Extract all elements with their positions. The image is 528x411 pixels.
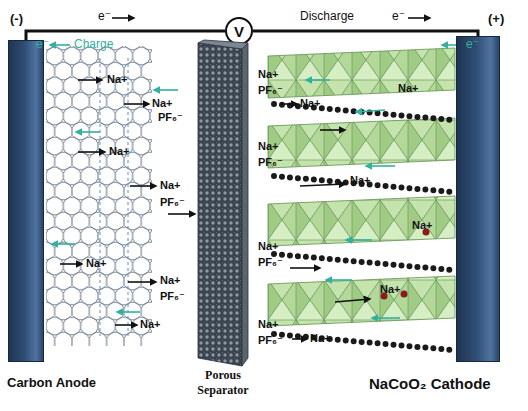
electrode-label: Carbon Anode — [7, 375, 96, 390]
electrode-label: NaCoO₂ Cathode — [369, 375, 491, 392]
circuit-wire — [253, 31, 478, 36]
anode-plate: Carbon Anode — [8, 40, 44, 362]
electron-label: e⁻ — [392, 10, 405, 23]
charge-arrow — [117, 311, 140, 313]
ion-label: Na+ — [258, 68, 279, 81]
flow-label: Discharge — [300, 10, 354, 23]
charge-arrow — [76, 131, 100, 133]
electron-label: e⁻ — [98, 10, 111, 23]
flow-label: Charge — [74, 38, 113, 51]
discharge-arrow — [335, 299, 370, 302]
ion-label: Na+ — [258, 240, 279, 253]
ion-label: PF₆⁻ — [258, 156, 283, 169]
separator-art — [198, 40, 248, 366]
charge-arrow — [366, 165, 395, 167]
charge-arrows — [50, 45, 462, 318]
discharge-arrow — [280, 103, 297, 105]
octahedra-layer — [268, 118, 455, 168]
discharge-arrow — [112, 17, 134, 19]
separator-top — [198, 40, 248, 49]
polarity-sign: (-) — [10, 12, 23, 25]
sodium-chain — [274, 254, 452, 270]
charge-arrow — [326, 279, 352, 281]
ion-label: Na+ — [258, 318, 279, 331]
charge-arrow — [372, 317, 400, 319]
graphene-sheet — [46, 46, 152, 346]
ion-label: Na+ — [140, 318, 161, 331]
ion-label: PF₆⁻ — [158, 111, 183, 124]
ion-label: Na+ — [152, 97, 173, 110]
octahedra-layer — [268, 196, 455, 246]
charge-arrow — [346, 239, 372, 241]
discharge-arrow — [320, 129, 345, 131]
charge-arrow — [154, 89, 178, 91]
discharge-arrow — [128, 281, 156, 283]
ion-label: Na+ — [310, 332, 331, 345]
discharge-arrow — [130, 185, 156, 187]
polarity-sign: (+) — [488, 12, 504, 25]
electron-label: e⁻ — [466, 38, 479, 51]
charge-arrow — [52, 243, 75, 245]
electron-label: e⁻ — [36, 38, 49, 51]
circuit-wire — [26, 31, 225, 40]
separator-side — [242, 43, 248, 366]
ion-label: Na+ — [412, 219, 433, 232]
cathode-plate: NaCoO₂ Cathode — [456, 36, 500, 362]
ion-label: Na+ — [380, 283, 401, 296]
ion-label: PF₆⁻ — [160, 290, 185, 303]
cathode-layers — [268, 48, 455, 350]
ion-label: Na+ — [300, 97, 321, 110]
discharge-arrow — [60, 263, 82, 265]
layer-guide — [128, 58, 129, 336]
discharge-arrow — [300, 184, 345, 186]
charge-arrow — [306, 79, 330, 81]
ion-label: PF₆⁻ — [258, 84, 283, 97]
ion-label: PF₆⁻ — [258, 334, 283, 347]
discharge-arrow — [408, 17, 430, 19]
ion-dot — [401, 291, 408, 298]
porous-separator: Porous Separator — [198, 40, 248, 366]
separator-label: Porous Separator — [190, 368, 256, 398]
ion-label: PF₆⁻ — [160, 196, 185, 209]
separator-face — [198, 43, 242, 366]
discharge-arrow — [115, 324, 137, 326]
discharge-arrow — [78, 151, 105, 153]
ion-label: Na+ — [107, 73, 128, 86]
ion-label: Na+ — [160, 179, 181, 192]
discharge-arrow — [124, 103, 149, 105]
ion-label: Na+ — [160, 274, 181, 287]
ion-label: Na+ — [398, 82, 419, 95]
discharge-arrow — [292, 338, 307, 340]
ion-label: Na+ — [86, 257, 107, 270]
octahedra-layer — [268, 48, 455, 98]
discharge-arrow — [78, 79, 102, 81]
discharge-arrow — [168, 213, 195, 215]
ion-label: Na+ — [350, 174, 371, 187]
octahedra-layer — [268, 276, 455, 326]
charge-arrow — [356, 110, 385, 112]
sodium-chain — [274, 334, 452, 350]
voltmeter-circle: V — [225, 17, 253, 45]
ion-label: Na+ — [109, 145, 130, 158]
meter-symbol: V — [234, 24, 244, 39]
layer-guide — [100, 58, 101, 336]
ion-label: Na+ — [258, 140, 279, 153]
discharge-arrow — [290, 267, 320, 269]
graphene-layers — [46, 46, 152, 346]
charge-arrow — [50, 44, 70, 46]
ion-label: PF₆⁻ — [258, 256, 283, 269]
